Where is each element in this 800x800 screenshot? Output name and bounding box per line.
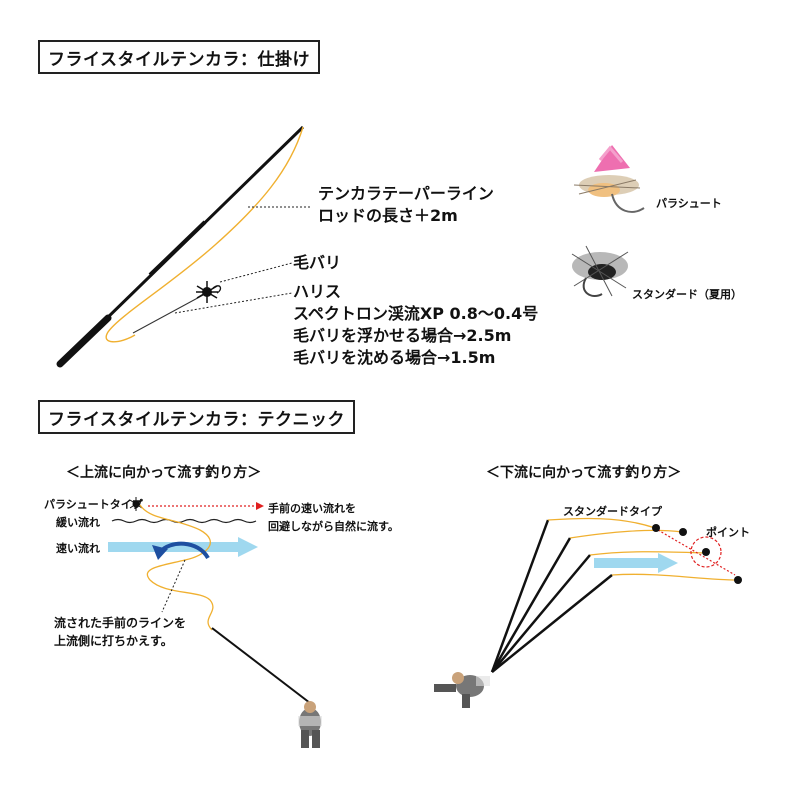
line-length-label: ロッドの長さ＋2m — [318, 206, 458, 225]
slow-current-label: 緩い流れ — [56, 516, 100, 529]
point-label: ポイント — [706, 526, 750, 539]
parachute-type-fly-icon — [129, 497, 143, 511]
upstream-heading: ＜上流に向かって流す釣り方＞ — [66, 465, 262, 481]
swept-line-note-1: 流された手前のラインを — [54, 616, 187, 630]
right-lines — [547, 517, 739, 581]
leader-line-swept — [161, 559, 186, 613]
taper-line-label: テンカラテーパーライン — [318, 184, 494, 203]
drift-arrow-red — [148, 502, 264, 510]
parachute-fly-label: パラシュート — [656, 197, 722, 210]
left-line-loop — [139, 504, 214, 631]
leader-line-tippet — [174, 292, 293, 314]
tippet-material-label: スペクトロン渓流XP 0.8〜0.4号 — [293, 304, 539, 323]
angler-left-icon — [298, 701, 322, 748]
swept-line-note-2: 上流側に打ちかえす。 — [54, 634, 173, 648]
tippet-line — [132, 293, 206, 334]
left-rod — [211, 627, 311, 704]
fast-current-label: 速い流れ — [56, 542, 100, 555]
right-fly-icons — [652, 524, 742, 584]
right-rods — [490, 519, 613, 673]
standard-fly-icon — [571, 245, 629, 297]
leader-line-fly — [219, 262, 293, 283]
fly-label: 毛バリ — [293, 253, 342, 272]
standard-type-label: スタンダードタイプ — [563, 505, 662, 518]
tippet-label: ハリス — [293, 282, 342, 301]
point-circle — [690, 536, 722, 568]
parachute-fly-icon — [573, 145, 645, 213]
tippet-float-label: 毛バリを浮かせる場合→2.5m — [293, 326, 512, 345]
tenkara-rod — [56, 125, 305, 368]
slow-current-line — [111, 518, 257, 524]
parachute-type-label: パラシュートタイプ — [44, 498, 143, 511]
tippet-sink-label: 毛バリを沈める場合→1.5m — [293, 348, 496, 367]
avoid-current-note-2: 回避しながら自然に流す。 — [268, 520, 399, 533]
angler-right-icon — [434, 672, 490, 708]
standard-fly-label: スタンダード（夏用） — [632, 288, 742, 301]
downstream-heading: ＜下流に向かって流す釣り方＞ — [486, 465, 682, 481]
point-drift-arrow — [657, 529, 736, 576]
section-title-technique: フライスタイルテンカラ：テクニック — [38, 400, 355, 434]
avoid-current-note-1: 手前の速い流れを — [268, 502, 356, 515]
taper-line — [105, 126, 304, 343]
fly-icon — [196, 281, 222, 303]
section-title-rig: フライスタイルテンカラ：仕掛け — [38, 40, 320, 74]
current-arrow-right — [594, 553, 678, 573]
fast-current-arrow — [108, 537, 258, 557]
recast-arrow — [152, 541, 210, 560]
